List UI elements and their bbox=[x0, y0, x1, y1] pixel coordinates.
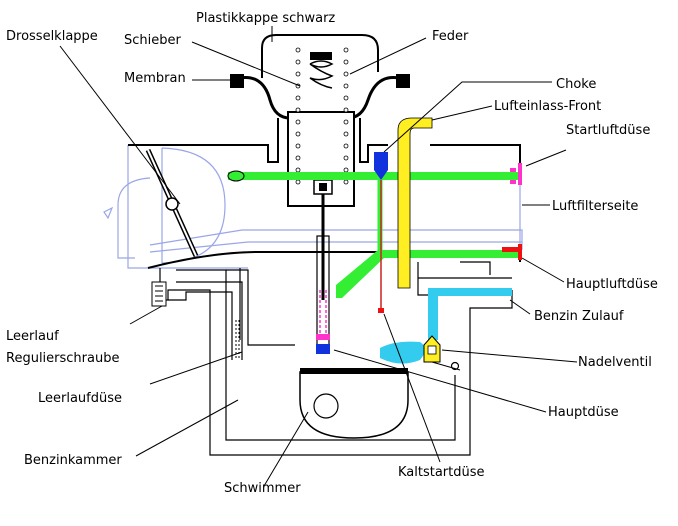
choke-plunger bbox=[374, 152, 388, 313]
label-feder: Feder bbox=[432, 29, 469, 44]
label-nadelventil: Nadelventil bbox=[578, 355, 652, 370]
fuel bbox=[380, 288, 512, 364]
label-schwimmer: Schwimmer bbox=[224, 481, 301, 496]
label-plastikkappe: Plastikkappe schwarz bbox=[196, 11, 335, 26]
labels: Plastikkappe schwarz Drosselklappe Schie… bbox=[6, 11, 658, 496]
label-leerlaufduese: Leerlaufdüse bbox=[38, 391, 122, 406]
label-benzin-zulauf: Benzin Zulauf bbox=[534, 309, 624, 324]
label-kaltstartduese: Kaltstartdüse bbox=[398, 465, 485, 480]
schwimmer bbox=[299, 368, 409, 439]
label-choke: Choke bbox=[556, 77, 596, 92]
nadelventil bbox=[423, 335, 461, 371]
main-jet bbox=[316, 235, 330, 354]
label-drosselklappe: Drosselklappe bbox=[6, 29, 98, 44]
label-leerlauf: Leerlauf bbox=[6, 329, 59, 344]
label-hauptluftduese: Hauptluftdüse bbox=[566, 277, 658, 292]
label-benzinkammer: Benzinkammer bbox=[24, 453, 122, 468]
label-hauptduese: Hauptdüse bbox=[548, 405, 619, 420]
throttle-plate bbox=[145, 148, 199, 258]
label-schieber: Schieber bbox=[124, 33, 181, 48]
label-luftfilterseite: Luftfilterseite bbox=[552, 199, 638, 214]
choke-tube bbox=[397, 117, 433, 289]
label-regulierschraube: Regulierschraube bbox=[6, 351, 119, 366]
plastikkappe bbox=[261, 34, 379, 78]
leader-lines bbox=[59, 26, 578, 487]
label-lufteinlass: Lufteinlass-Front bbox=[494, 99, 601, 114]
idle-jet bbox=[168, 281, 243, 360]
membran bbox=[230, 74, 410, 120]
feder bbox=[309, 52, 334, 89]
air-flow bbox=[227, 170, 520, 298]
air-jets bbox=[502, 163, 522, 260]
label-startluftduese: Startluftdüse bbox=[566, 123, 650, 138]
label-membran: Membran bbox=[124, 71, 186, 86]
